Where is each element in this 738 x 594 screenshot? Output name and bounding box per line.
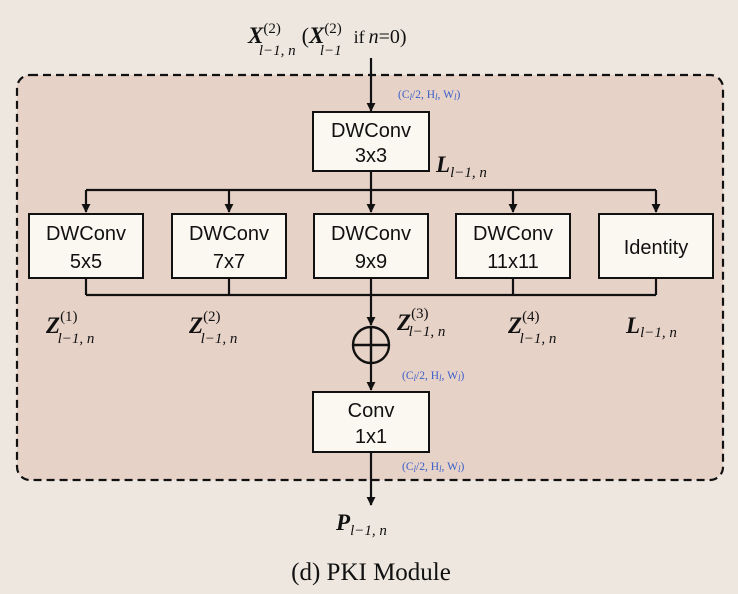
- identity-box: Identity: [598, 213, 714, 279]
- dwconv-3x3-box: DWConv 3x3: [312, 111, 430, 172]
- dwconv-7x7-box: DWConv 7x7: [171, 213, 287, 279]
- svg-text:1x1: 1x1: [355, 426, 387, 448]
- figure-caption: (d) PKI Module: [291, 559, 451, 586]
- svg-text:DWConv: DWConv: [46, 223, 126, 245]
- dwconv-11x11-box: DWConv 11x11: [455, 213, 571, 279]
- svg-text:DWConv: DWConv: [331, 120, 411, 142]
- svg-text:Identity: Identity: [624, 237, 688, 259]
- svg-text:5x5: 5x5: [70, 251, 102, 273]
- dwconv-5x5-box: DWConv 5x5: [28, 213, 144, 279]
- svg-text:DWConv: DWConv: [189, 223, 269, 245]
- conv-1x1-box: Conv 1x1: [312, 391, 430, 453]
- branch-label-l: Ll−1, n: [625, 313, 677, 341]
- dim-label-sum: (Cl/2, Hl, Wl): [402, 370, 464, 383]
- svg-text:DWConv: DWConv: [473, 223, 553, 245]
- svg-text:9x9: 9x9: [355, 251, 387, 273]
- svg-text:Conv: Conv: [348, 400, 395, 422]
- dim-label-output: (Cl/2, Hl, Wl): [402, 461, 464, 474]
- svg-text:7x7: 7x7: [213, 251, 245, 273]
- split-connectors: [81, 171, 661, 213]
- branch-label-z3: Z(3)l−1, n: [396, 306, 445, 340]
- branch-label-z1: Z(1)l−1, n: [45, 309, 94, 347]
- branch-label-z2: Z(2)l−1, n: [188, 309, 237, 347]
- feature-label-l: Ll−1, n: [435, 152, 487, 181]
- merge-connectors: [84, 278, 658, 326]
- branch-label-z4: Z(4)l−1, n: [507, 309, 556, 347]
- svg-text:11x11: 11x11: [487, 251, 539, 273]
- svg-text:DWConv: DWConv: [331, 223, 411, 245]
- add-operator-icon: [351, 325, 391, 365]
- svg-text:3x3: 3x3: [355, 145, 387, 167]
- dwconv-9x9-box: DWConv 9x9: [313, 213, 429, 279]
- output-label: Pl−1, n: [335, 510, 387, 539]
- dim-label-input: (Cl/2, Hl, Wl): [398, 89, 460, 102]
